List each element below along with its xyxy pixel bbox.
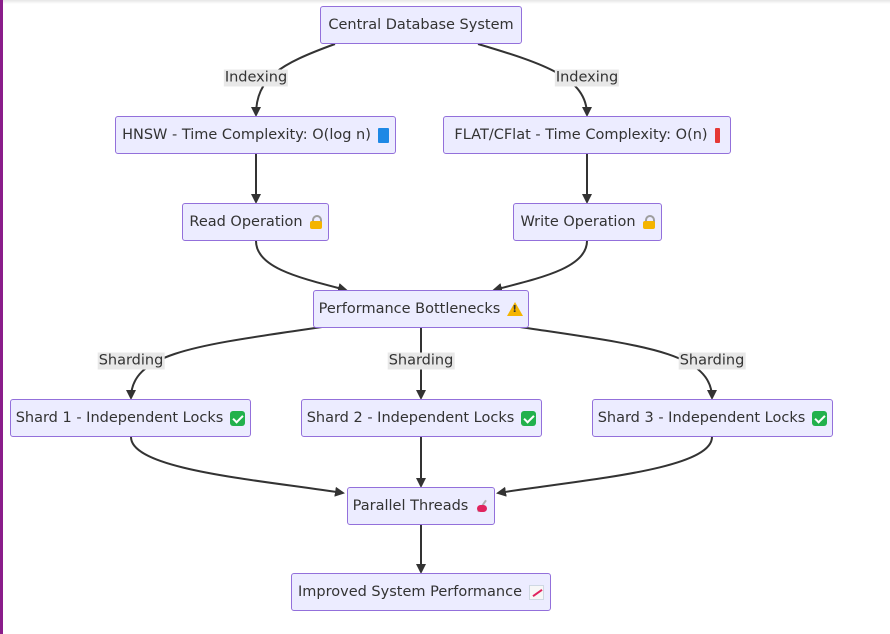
- node-shard-2[interactable]: Shard 2 - Independent Locks: [301, 399, 542, 437]
- node-label: Write Operation: [520, 214, 636, 230]
- edge-shard3-threads: [496, 436, 713, 497]
- edge-label-indexing-right: Indexing: [554, 69, 620, 87]
- edge-label-sharding-left: Sharding: [97, 352, 165, 370]
- node-label: Read Operation: [189, 214, 303, 230]
- node-shard-3[interactable]: Shard 3 - Independent Locks: [592, 399, 833, 437]
- lock-icon: [642, 215, 655, 229]
- node-label: Central Database System: [328, 17, 514, 33]
- window-left-border: [0, 0, 3, 634]
- node-shard-1[interactable]: Shard 1 - Independent Locks: [10, 399, 251, 437]
- node-write-operation[interactable]: Write Operation: [513, 203, 662, 241]
- lock-icon: [309, 215, 322, 229]
- edge-write-bottlenecks: [492, 240, 588, 293]
- chart-increasing-icon: [529, 584, 544, 600]
- node-hnsw[interactable]: HNSW - Time Complexity: O(log n): [115, 116, 396, 154]
- node-read-operation[interactable]: Read Operation: [182, 203, 329, 241]
- edge-label-sharding-mid: Sharding: [387, 352, 455, 370]
- threads-icon: [475, 499, 489, 513]
- node-label: Shard 2 - Independent Locks: [306, 410, 515, 426]
- edge-label-indexing-left: Indexing: [223, 69, 289, 87]
- node-label: Shard 3 - Independent Locks: [597, 410, 806, 426]
- check-icon: [521, 410, 537, 426]
- window-top-border: [3, 0, 890, 4]
- edge-bottlenecks-shard3: [519, 326, 717, 400]
- edge-label-sharding-right: Sharding: [678, 352, 746, 370]
- edge-read-bottlenecks: [255, 240, 348, 293]
- node-label: FLAT/CFlat - Time Complexity: O(n): [454, 127, 708, 143]
- check-icon: [812, 410, 828, 426]
- blue-book-icon: [377, 127, 389, 143]
- red-book-icon: [714, 127, 720, 143]
- node-improved-system-performance[interactable]: Improved System Performance: [291, 573, 551, 611]
- node-label: HNSW - Time Complexity: O(log n): [122, 127, 371, 143]
- node-flat-cflat[interactable]: FLAT/CFlat - Time Complexity: O(n): [443, 116, 731, 154]
- node-parallel-threads[interactable]: Parallel Threads: [347, 487, 495, 525]
- edge-bottlenecks-shard1: [126, 326, 323, 400]
- node-label: Parallel Threads: [352, 498, 469, 514]
- node-performance-bottlenecks[interactable]: Performance Bottlenecks: [313, 290, 529, 328]
- node-label: Shard 1 - Independent Locks: [15, 410, 224, 426]
- node-label: Performance Bottlenecks: [318, 301, 501, 317]
- warning-icon: [507, 302, 524, 316]
- node-label: Improved System Performance: [298, 584, 522, 600]
- check-icon: [230, 410, 246, 426]
- node-central-database-system[interactable]: Central Database System: [320, 6, 522, 44]
- edge-shard1-threads: [130, 436, 345, 497]
